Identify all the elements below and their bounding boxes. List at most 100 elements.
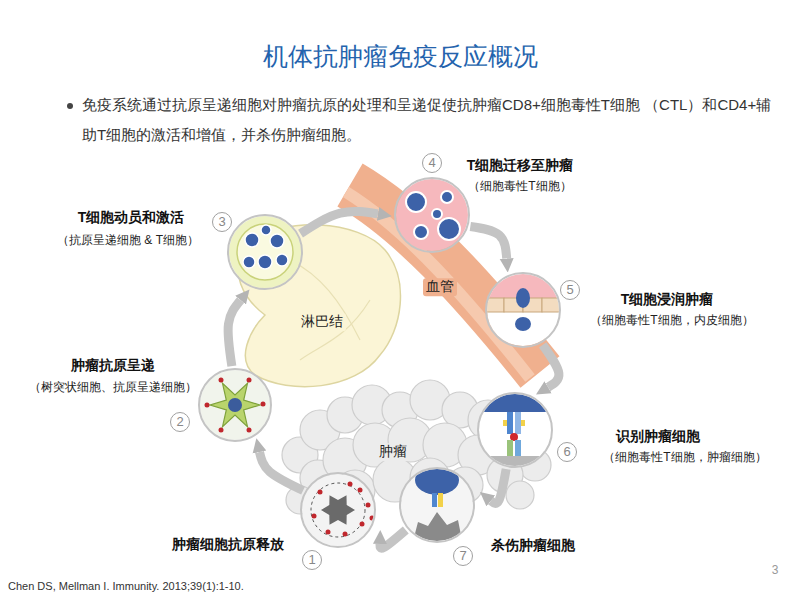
t-cell-activation-picture-part-part xyxy=(245,233,259,247)
t-cell-migration-picture-part-part xyxy=(406,192,426,212)
region-label: 淋巴结 xyxy=(298,313,346,331)
step-heading: 肿瘤抗原呈递 xyxy=(71,357,155,375)
cycle-arrow xyxy=(301,211,378,233)
callout-number: 7 xyxy=(453,546,473,566)
cycle-arrow xyxy=(470,226,506,258)
step-circle: 肿瘤细胞抗原释放 xyxy=(300,472,376,548)
recognition-picture-part xyxy=(507,440,513,456)
t-cell-infiltration-picture-part xyxy=(516,288,530,308)
antigen-release-picture-part-part xyxy=(370,516,375,521)
killing-picture-part xyxy=(432,493,437,507)
antigen-release-picture-part-part xyxy=(358,488,363,493)
t-cell-activation-picture-part-part xyxy=(258,255,272,269)
step-heading: T细胞迁移至肿瘤 xyxy=(467,157,574,175)
antigen-release-picture-part xyxy=(300,472,376,548)
antigen-release-picture-part-part xyxy=(326,530,331,535)
citation: Chen DS, Mellman I. Immunity. 2013;39(1)… xyxy=(8,580,244,594)
antigen-release-picture-part xyxy=(312,482,375,537)
bullet-dot xyxy=(67,103,73,109)
step-heading: 杀伤肿瘤细胞 xyxy=(491,537,575,555)
lymph-node-part xyxy=(290,260,360,340)
step-circle: 肿瘤抗原呈递（树突状细胞、抗原呈递细胞） xyxy=(198,368,272,442)
callout-number: 6 xyxy=(557,442,577,462)
recognition-picture-part xyxy=(515,412,521,434)
step-circle: T细胞浸润肿瘤（细胞毒性T细胞，内皮细胞） xyxy=(485,272,561,348)
step-circle: 识别肿瘤细胞（细胞毒性T细胞，肿瘤细胞） xyxy=(477,392,553,468)
dendritic-cell-picture-part-part xyxy=(261,402,266,407)
t-cell-infiltration-picture xyxy=(480,270,570,348)
step-subtitle: （细胞毒性T细胞） xyxy=(468,179,571,194)
t-cell-activation-picture-part-part xyxy=(270,234,284,248)
recognition-picture-part xyxy=(510,433,518,441)
t-cell-migration-picture-part xyxy=(406,191,460,240)
step-heading: 识别肿瘤细胞 xyxy=(616,428,700,446)
dendritic-cell-picture-part-part xyxy=(247,378,252,383)
recognition-picture-part xyxy=(521,420,525,426)
step-subtitle: （抗原呈递细胞 & T细胞） xyxy=(57,233,199,248)
t-cell-migration-picture-part xyxy=(394,177,470,253)
t-cell-activation-picture-part-part xyxy=(243,256,255,268)
cycle-arrow xyxy=(380,530,406,548)
t-cell-activation-picture-part xyxy=(237,224,293,280)
cycle-arrow xyxy=(491,469,506,503)
t-cell-migration-picture xyxy=(394,177,470,253)
antigen-release-picture-part-part xyxy=(312,514,317,519)
recognition-picture-part xyxy=(507,412,513,434)
callout-number: 4 xyxy=(422,153,442,173)
step-circle: T细胞动员和激活（抗原呈递细胞 & T细胞） xyxy=(227,214,303,290)
killing-picture-part xyxy=(412,512,463,545)
callout-number: 5 xyxy=(560,280,580,300)
cycle-arrow xyxy=(543,345,559,387)
t-cell-migration-picture-part-part xyxy=(432,209,442,219)
callout-number: 2 xyxy=(170,412,190,432)
cycle-arrow xyxy=(228,300,241,366)
step-circle: T细胞迁移至肿瘤（细胞毒性T细胞） xyxy=(394,177,470,253)
t-cell-migration-picture-part-part xyxy=(438,218,460,240)
killing-picture-part xyxy=(438,493,443,507)
callout-number: 3 xyxy=(212,212,232,232)
t-cell-infiltration-picture-part xyxy=(515,317,531,331)
killing-picture xyxy=(399,465,475,545)
region-label: 血管 xyxy=(423,278,457,296)
recognition-picture-part xyxy=(515,440,521,456)
dendritic-cell-picture-part xyxy=(198,368,272,442)
dendritic-cell-picture-part-part xyxy=(205,403,210,408)
antigen-release-picture-part-part xyxy=(343,532,348,537)
t-cell-activation-picture-part xyxy=(243,225,288,269)
antigen-release-picture-part-part xyxy=(348,482,353,487)
recognition-picture xyxy=(477,390,553,478)
antigen-release-picture-part-part xyxy=(360,522,365,527)
t-cell-activation-picture-part xyxy=(227,214,303,290)
step-subtitle: （细胞毒性T细胞，肿瘤细胞） xyxy=(603,450,766,465)
tumor-mass-part xyxy=(506,481,534,509)
dendritic-cell-picture-part-part xyxy=(219,428,224,433)
dendritic-cell-picture-part-part xyxy=(219,378,224,383)
cycle-arrow xyxy=(259,452,303,490)
t-cell-activation-picture xyxy=(227,214,303,290)
slide-title: 机体抗肿瘤免疫反应概况 xyxy=(263,41,538,72)
step-heading: T细胞浸润肿瘤 xyxy=(621,291,714,309)
antigen-release-picture-part-part xyxy=(366,503,371,508)
t-cell-migration-picture-part-part xyxy=(441,191,453,203)
recognition-picture-part xyxy=(503,420,507,426)
bullet-text: 免疫系统通过抗原呈递细胞对肿瘤抗原的处理和呈递促使抗肿瘤CD8+细胞毒性T细胞 … xyxy=(82,90,782,150)
dendritic-cell-picture-part xyxy=(210,383,260,426)
t-cell-infiltration-picture-part-part xyxy=(542,298,561,312)
step-subtitle: （树突状细胞、抗原呈递细胞） xyxy=(29,380,197,395)
killing-picture-part xyxy=(415,465,459,495)
dendritic-cell-picture-part-part xyxy=(247,428,252,433)
antigen-release-picture xyxy=(300,472,376,548)
t-cell-infiltration-picture-part-part xyxy=(485,298,504,312)
dendritic-cell-picture-part xyxy=(205,378,266,433)
page-number: 3 xyxy=(772,563,779,578)
callout-number: 1 xyxy=(302,550,322,570)
region-label: 肿瘤 xyxy=(376,443,410,461)
step-subtitle: （细胞毒性T细胞，内皮细胞） xyxy=(590,313,753,328)
step-heading: 肿瘤细胞抗原释放 xyxy=(172,536,284,554)
antigen-release-picture-part xyxy=(311,483,365,537)
t-cell-activation-picture-part-part xyxy=(276,254,288,266)
step-heading: T细胞动员和激活 xyxy=(78,209,185,227)
antigen-release-picture-part xyxy=(321,495,355,524)
t-cell-migration-picture-part-part xyxy=(414,225,428,239)
t-cell-activation-picture-part-part xyxy=(261,225,271,235)
